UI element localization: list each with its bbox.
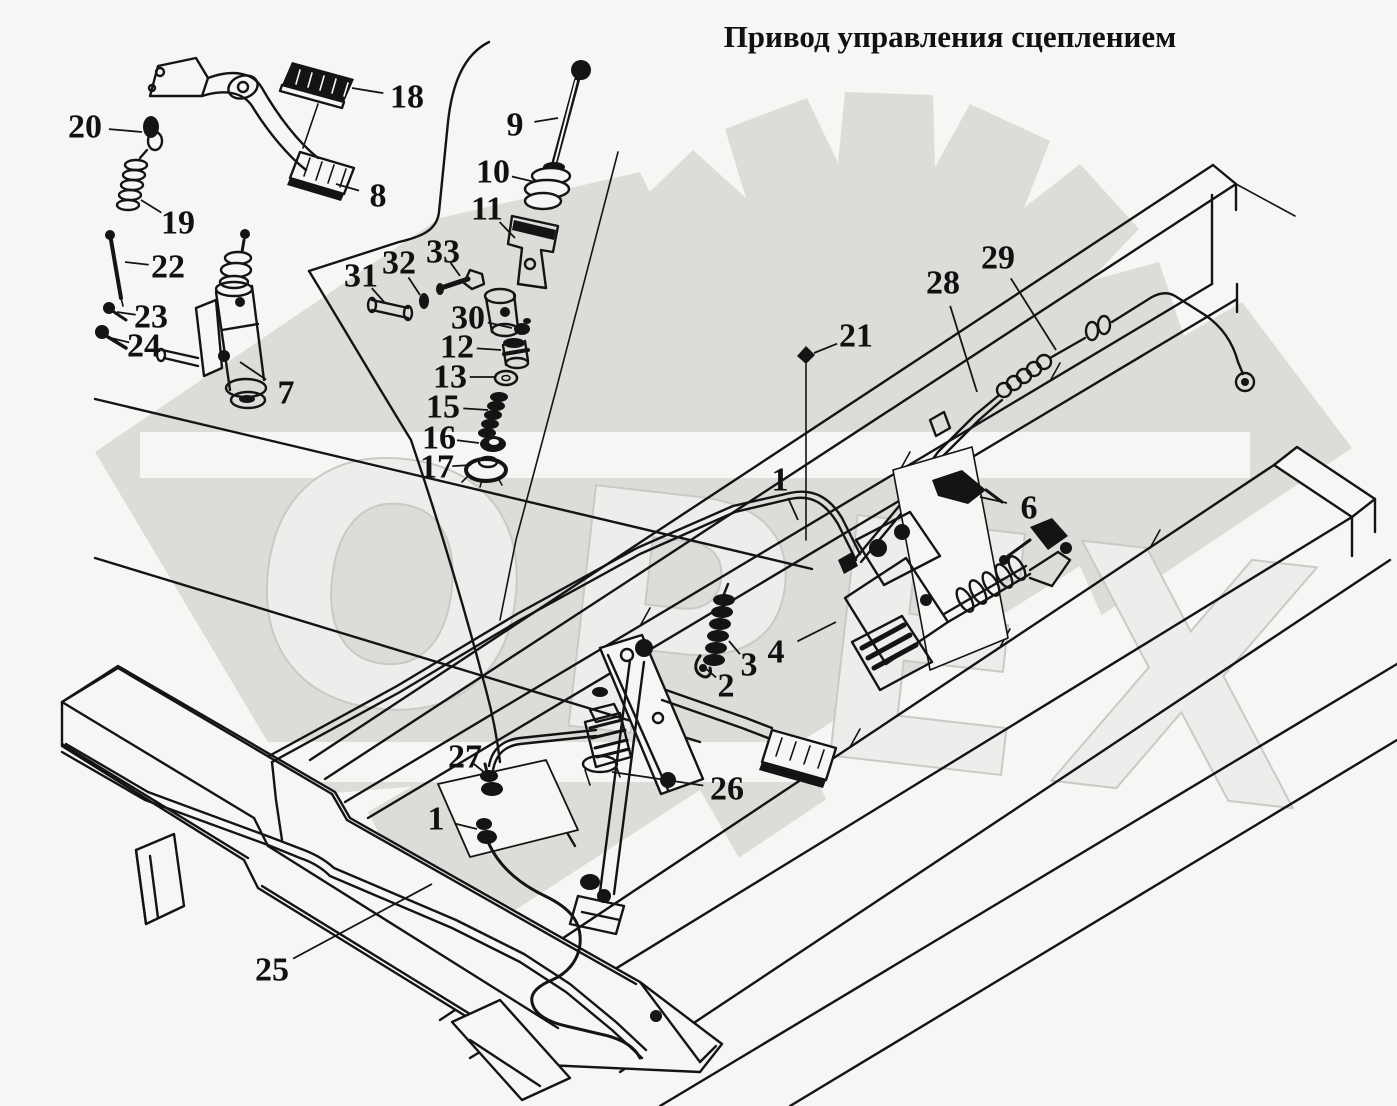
leader-line-17-19 (452, 464, 472, 467)
leader-line-10-12 (511, 175, 536, 183)
part-callout-19-3: 19 (161, 205, 195, 242)
leader-line-25-31 (292, 883, 433, 960)
floor-shading (95, 172, 1352, 1032)
leader-line-4-25 (797, 621, 837, 643)
part-callout-17-19: 17 (420, 449, 454, 486)
leader-line-8-2 (335, 183, 360, 192)
hydraulic-tube (60, 292, 1256, 1060)
leader-line-30-14 (487, 321, 513, 329)
part-callout-7-7: 7 (278, 375, 295, 412)
leader-line-24-6 (110, 337, 130, 344)
part-callout-20-1: 20 (68, 109, 102, 146)
leader-line-29-22 (1010, 277, 1057, 351)
part-callout-23-5: 23 (134, 299, 168, 336)
part-callout-1-30: 1 (428, 801, 445, 838)
part-callout-8-2: 8 (370, 178, 387, 215)
part-callout-25-31: 25 (255, 952, 289, 989)
part-callout-33-10: 33 (426, 234, 460, 271)
leader-line-1-23 (787, 497, 799, 521)
clutch-pedal (147, 56, 356, 201)
leader-line-26-29 (611, 771, 704, 787)
part-callout-6-24: 6 (1021, 490, 1038, 527)
part-callout-31-8: 31 (344, 258, 378, 295)
part-callout-16-18: 16 (422, 420, 456, 457)
part-callout-30-14: 30 (451, 300, 485, 337)
part-callout-32-9: 32 (382, 245, 416, 282)
part-callout-18-0: 18 (390, 79, 424, 116)
leader-line-31-8 (371, 287, 386, 304)
leader-line-33-10 (449, 262, 461, 277)
part-callout-9-11: 9 (507, 107, 524, 144)
leader-line-6-24 (979, 496, 1008, 504)
part-callout-12-15: 12 (440, 329, 474, 366)
leader-line-15-17 (463, 407, 489, 411)
leader-line-9-11 (534, 117, 559, 123)
part-callout-21-20: 21 (839, 318, 873, 355)
crossmember (60, 664, 724, 1102)
page-title: Привод управления сцеплением (724, 19, 1177, 54)
tube-junction (437, 759, 662, 1060)
part-callout-15-17: 15 (426, 389, 460, 426)
bleed-valve (797, 346, 815, 541)
part-callout-2-27: 2 (718, 668, 735, 705)
part-callout-27-28: 27 (448, 739, 482, 776)
part-callout-10-12: 10 (476, 154, 510, 191)
part-callout-26-29: 26 (710, 771, 744, 808)
part-callout-29-22: 29 (981, 240, 1015, 277)
leader-line-27-28 (472, 763, 485, 773)
intermediate-lever (568, 633, 838, 936)
part-callout-13-16: 13 (433, 359, 467, 396)
leader-line-20-1 (108, 128, 143, 133)
line-art (60, 40, 1397, 1106)
frame-rail-upper (308, 163, 1296, 820)
leader-line-22-4 (124, 261, 149, 266)
leader-line-1-30 (454, 822, 478, 830)
pneumatic-booster (838, 446, 1072, 692)
floor-outline (93, 40, 814, 764)
leader-line-21-20 (813, 342, 838, 354)
parts-column (461, 318, 531, 488)
part-callout-28-21: 28 (926, 265, 960, 302)
leader-line-2-27 (703, 666, 717, 679)
leader-line-12-15 (476, 347, 502, 351)
leader-line-19-3 (140, 199, 162, 214)
part-callout-1-23: 1 (772, 462, 789, 499)
pedal-hardware (95, 116, 164, 350)
leader-line-23-5 (116, 311, 136, 316)
part-callout-3-26: 3 (741, 647, 758, 684)
part-callout-4-25: 4 (768, 634, 785, 671)
leader-line-3-26 (728, 640, 741, 655)
leader-line-16-18 (456, 439, 480, 444)
pushrod-and-boot (483, 60, 591, 338)
leader-line-32-9 (407, 276, 421, 296)
leader-line-28-21 (949, 305, 978, 393)
leader-line-7-7 (239, 361, 267, 381)
fasteners-31-32-33 (366, 268, 486, 322)
part-callout-22-4: 22 (151, 249, 185, 286)
leader-line-18-0 (351, 87, 384, 95)
part-callout-11-13: 11 (471, 191, 503, 228)
part-callout-24-6: 24 (127, 328, 161, 365)
leader-line-11-13 (498, 221, 516, 239)
pedal-pad (278, 62, 354, 149)
frame-rail-lower (438, 445, 1397, 1106)
master-cylinder (155, 229, 268, 410)
